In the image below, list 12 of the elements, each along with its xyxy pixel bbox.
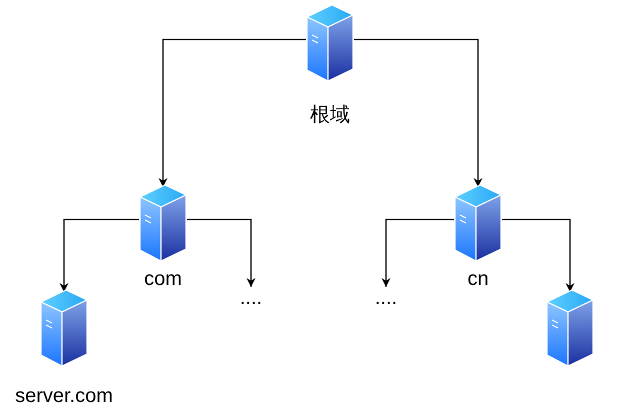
ellipsis-text: ....: [240, 287, 262, 309]
ellipsis-text: ....: [374, 287, 398, 309]
arrow: [382, 218, 454, 287]
arrow: [354, 38, 482, 187]
server-label: 根域: [310, 104, 350, 126]
server-label: com: [144, 268, 182, 290]
arrow: [158, 38, 306, 187]
arrow: [60, 218, 139, 292]
arrow: [502, 218, 574, 292]
server-label: cn: [467, 268, 489, 290]
arrow: [187, 218, 256, 287]
server-label: server.com: [15, 385, 113, 407]
